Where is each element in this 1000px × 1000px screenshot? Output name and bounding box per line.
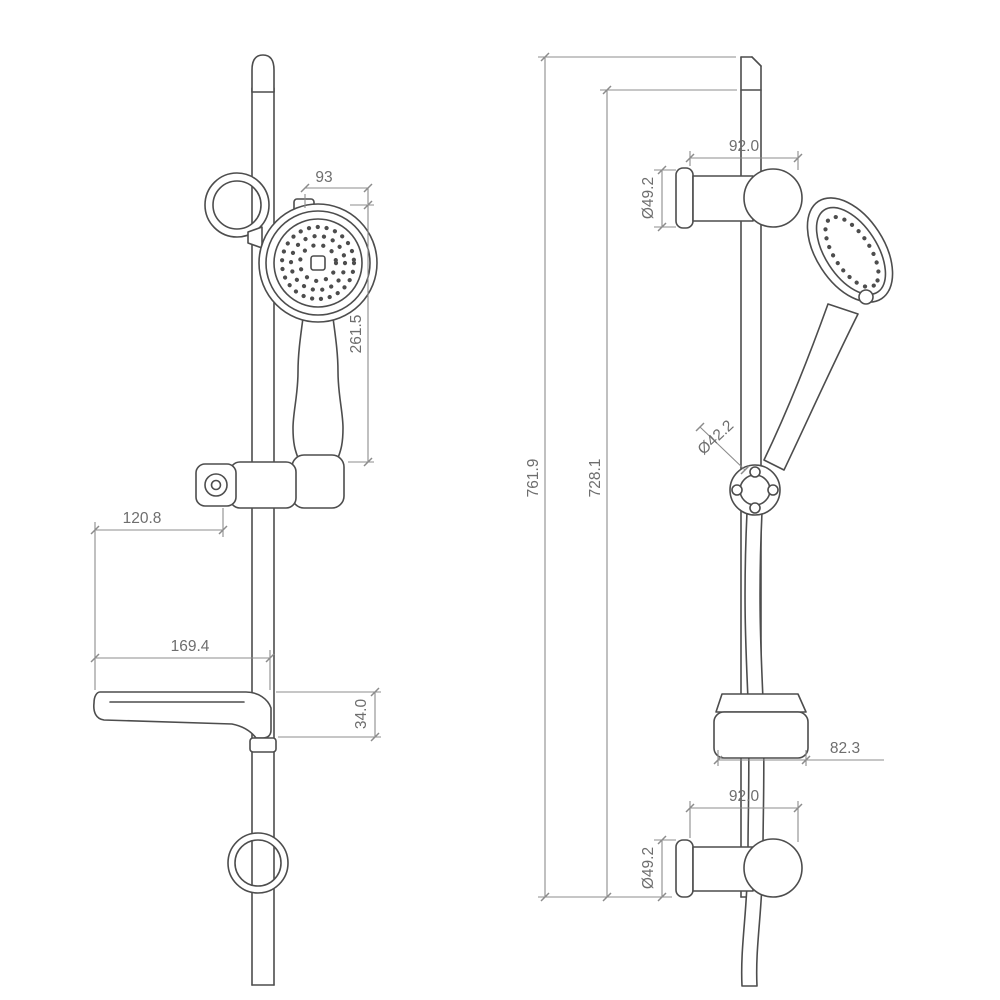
nozzle-ring-inner [297,242,339,284]
head-faceplate [273,218,363,308]
dim-label-top-bracket-diameter: Ø49.2 [640,177,657,219]
handset-head-front [247,198,378,323]
dimension-bottom-bracket-diameter: Ø49.2 [640,835,676,902]
handset-handle-front [292,317,344,459]
nozzle-ring-middle [288,233,348,293]
dim-label-top-bracket-reach: 92.0 [729,138,760,155]
connector-notch-right [767,484,779,496]
bracket-bottom-flange [675,839,694,898]
handset-handle-side [763,303,859,471]
slider-holder-side [713,693,809,759]
wall-bracket-bottom [675,838,803,898]
dimension-top-bracket-diameter: Ø49.2 [640,165,676,232]
holder-body [229,461,297,509]
dim-label-overall-height: 761.9 [525,459,542,498]
clamp-hole [204,473,228,497]
front-view: 93 261.5 120.8 169.4 [90,54,381,986]
holder-body-side [713,711,809,759]
connector-outer [729,464,781,516]
hanging-ring-bottom [227,832,289,894]
holder-clamp [195,463,237,507]
dimension-shelf-length: 169.4 [90,638,275,690]
bracket-bottom-knuckle [743,838,803,898]
bracket-top-body [692,175,754,222]
dim-label-head-width: 93 [315,169,332,186]
mode-lever [247,226,263,249]
dim-label-holder-depth: 82.3 [830,740,860,757]
dim-label-shelf-thickness: 34.0 [353,699,370,730]
hose-connector [729,464,781,516]
nozzle-ring-outer [279,224,357,302]
bracket-top-knuckle [743,168,803,228]
shelf-profile [93,691,272,739]
handset-head-side [806,197,894,305]
dimension-overall-height: 761.9 [525,52,736,902]
bracket-bottom-body [692,846,754,892]
head-side-button [858,289,874,305]
clamp-hole-center [210,479,222,491]
holder-cup-side [715,693,807,713]
dim-label-bottom-bracket-reach: 92.0 [729,788,760,805]
head-center-logo [310,255,326,271]
wall-bracket-top [675,167,803,229]
dim-label-bottom-bracket-diameter: Ø49.2 [640,847,657,889]
head-side-outline [806,197,894,303]
dimension-bottom-bracket-reach: 92.0 [685,788,803,842]
bracket-top-flange [675,167,694,229]
dimension-holder-depth: 82.3 [713,740,884,766]
dimensions-front: 93 261.5 120.8 169.4 [90,169,381,742]
soap-dish-front [93,691,277,753]
dimension-handset-length: 261.5 [348,200,374,467]
slider-holder-front [195,454,345,509]
dim-label-handset-length: 261.5 [348,315,365,354]
dimension-rail-height: 728.1 [587,85,737,902]
rail-top-cap [251,54,275,93]
connector-notch-bottom [749,502,761,514]
dimension-head-width: 93 [300,169,373,208]
dimension-holder-offset: 120.8 [90,508,228,690]
dimension-top-bracket-reach: 92.0 [685,138,803,170]
head-side-rim [815,206,887,296]
holder-cup [291,454,345,509]
connector-notch-left [731,484,743,496]
rail-cap-chamfer [751,56,762,67]
dim-label-holder-offset: 120.8 [123,510,162,527]
shelf-rail-fitting [249,737,277,753]
dim-label-rail-height: 728.1 [587,459,604,498]
head-outer-rim [258,203,378,323]
dim-label-shelf-length: 169.4 [171,638,210,655]
connector-notch-top [749,466,761,478]
head-side-nozzles [823,214,881,290]
dimension-shelf-thickness: 34.0 [276,687,381,742]
